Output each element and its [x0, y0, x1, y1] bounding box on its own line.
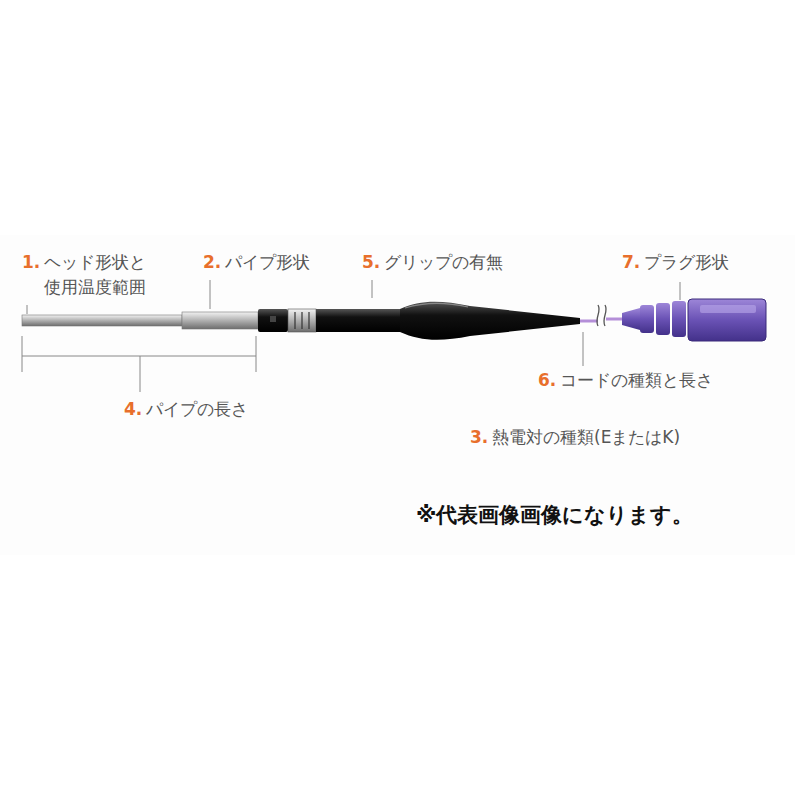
callout-number: 5.	[362, 250, 380, 275]
background-band	[0, 235, 795, 555]
callout-label: プラグ形状	[644, 250, 729, 275]
callout-number: 2.	[203, 250, 221, 275]
callout-number: 3.	[470, 425, 488, 450]
callout-number: 6.	[538, 368, 556, 393]
plug	[622, 299, 766, 341]
callout-number: 1.	[22, 250, 40, 275]
probe-pipe	[22, 312, 258, 329]
callout-number: 4.	[124, 397, 142, 422]
callout-label: コードの種類と長さ	[560, 368, 713, 393]
callout-label: パイプ形状	[225, 250, 310, 275]
note-text: ※代表画像画像になります。	[416, 500, 693, 530]
callout-label: 熱電対の種類(EまたはK)	[492, 425, 680, 450]
callout-number: 7.	[622, 250, 640, 275]
probe-grip	[258, 302, 580, 340]
callout-label: パイプの長さ	[146, 397, 248, 422]
cord	[580, 305, 622, 326]
callout-label: グリップの有無	[384, 250, 503, 275]
callout-label: ヘッド形状と 使用温度範囲	[44, 250, 162, 299]
